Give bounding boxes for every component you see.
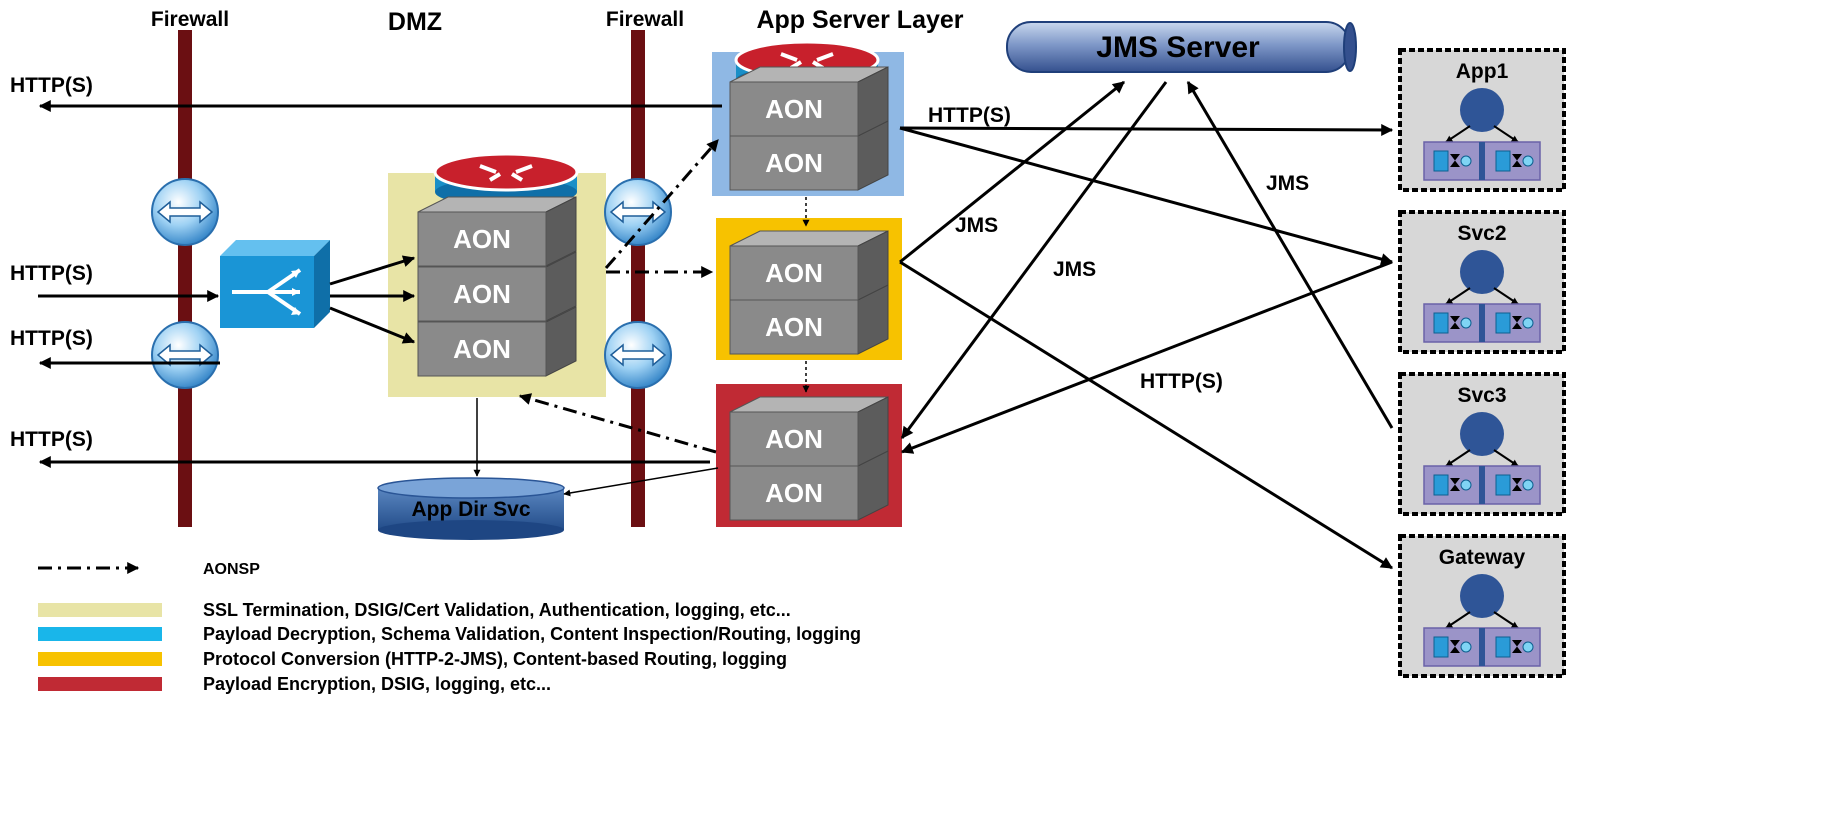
firewall-left [178, 30, 192, 527]
aon-block: AON [417, 196, 577, 267]
aon-label: AON [453, 224, 511, 254]
service-node-icon [1460, 412, 1504, 456]
service-box-svc3: Svc3 [1398, 372, 1566, 516]
service-node-icon [1460, 250, 1504, 294]
aon-block: AON [729, 396, 889, 467]
aonsp-arrow [518, 393, 717, 454]
http-to-app1-arrow [899, 123, 1394, 136]
firewall-globe-icon [151, 178, 219, 246]
svc3-to-jms-arrow [1186, 80, 1394, 429]
jms-from-server-arrow [900, 81, 1168, 439]
service-node-icon [1460, 574, 1504, 618]
legend-text: SSL Termination, DSIG/Cert Validation, A… [203, 600, 791, 620]
http-to-svc2-arrow [899, 126, 1394, 265]
service-name: Svc3 [1457, 384, 1506, 407]
aon-label: AON [453, 334, 511, 364]
firewall-globe-icon [604, 178, 672, 246]
aon-label: AON [765, 424, 823, 454]
legend-item: Protocol Conversion (HTTP-2-JMS), Conten… [38, 649, 787, 669]
jms-to-server-arrow [899, 80, 1125, 264]
legend-swatch [38, 627, 162, 641]
jms-label: JMS [1266, 172, 1309, 195]
service-name: App1 [1456, 60, 1509, 83]
switch-to-aon-arrow [329, 255, 416, 286]
service-box-svc2: Svc2 [1398, 210, 1566, 354]
legend-item: Payload Decryption, Schema Validation, C… [38, 624, 861, 644]
http-label: HTTP(S) [1140, 370, 1223, 393]
firewall-globe-icon [151, 321, 219, 389]
app-dir-svc-label: App Dir Svc [411, 498, 530, 521]
app-server-layer-header: App Server Layer [756, 6, 963, 34]
legend-swatch [38, 652, 162, 666]
aon-block: AON [729, 230, 889, 301]
legend-item: Payload Encryption, DSIG, logging, etc..… [38, 674, 551, 694]
jms-server: JMS Server [1006, 21, 1357, 73]
svc2-to-aon-arrow [900, 260, 1393, 454]
aon-label: AON [765, 478, 823, 508]
legend-text: Payload Decryption, Schema Validation, C… [203, 624, 861, 644]
http-label: HTTP(S) [10, 327, 93, 350]
aon-block: AON [729, 66, 889, 137]
http-label: HTTP(S) [10, 74, 93, 97]
http-label: HTTP(S) [10, 262, 93, 285]
load-balancer-switch-icon [220, 240, 330, 328]
legend-item: SSL Termination, DSIG/Cert Validation, A… [38, 600, 791, 620]
app-dir-svc: App Dir Svc [377, 477, 565, 540]
service-name: Gateway [1439, 546, 1526, 569]
legend-text: Payload Encryption, DSIG, logging, etc..… [203, 674, 551, 694]
firewall-right [631, 30, 645, 527]
legend-text: Protocol Conversion (HTTP-2-JMS), Conten… [203, 649, 787, 669]
http-to-gateway-arrow [899, 260, 1394, 570]
aon-label: AON [453, 279, 511, 309]
legend-aonsp-label: AONSP [203, 561, 260, 578]
firewall-right-header: Firewall [606, 8, 684, 31]
service-name: Svc2 [1457, 222, 1506, 245]
legend-swatch [38, 603, 162, 617]
http-label: HTTP(S) [928, 104, 1011, 127]
aon-label: AON [765, 312, 823, 342]
legend: AONSP SSL Termination, DSIG/Cert Validat… [38, 561, 861, 694]
jms-server-label: JMS Server [1096, 31, 1260, 64]
service-box-gateway: Gateway [1398, 534, 1566, 678]
aon-label: AON [765, 94, 823, 124]
aon-label: AON [765, 148, 823, 178]
switch-to-aon-arrow [329, 306, 416, 344]
service-box-app1: App1 [1398, 48, 1566, 192]
firewall-globe-icon [604, 321, 672, 389]
dmz-header: DMZ [388, 8, 442, 36]
legend-swatch [38, 677, 162, 691]
jms-label: JMS [1053, 258, 1096, 281]
firewall-left-header: Firewall [151, 8, 229, 31]
jms-label: JMS [955, 214, 998, 237]
aon-label: AON [765, 258, 823, 288]
service-node-icon [1460, 88, 1504, 132]
http-label: HTTP(S) [10, 428, 93, 451]
aon-to-dir-arrow [563, 467, 719, 497]
